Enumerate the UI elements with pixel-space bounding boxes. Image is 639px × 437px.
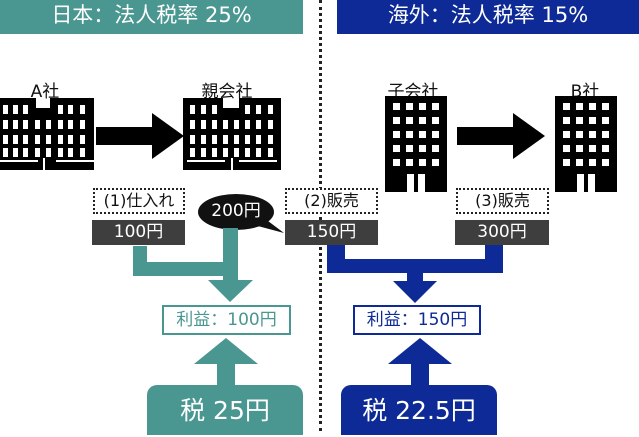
arrow-right-icon: [96, 113, 184, 159]
parent-building-icon: [183, 98, 281, 170]
building-a-icon: [0, 98, 94, 170]
speech-bubble-tail-icon: [198, 194, 284, 233]
overseas-tax: 税 22.5円: [341, 385, 497, 435]
transaction-1-label: (1)仕入れ: [93, 188, 185, 214]
arrow-right-icon: [457, 113, 545, 159]
overseas-header: 海外：法人税率 15%: [337, 0, 639, 34]
overseas-up-arrow-icon: [388, 338, 452, 388]
building-b-icon: [555, 96, 617, 192]
japan-header: 日本：法人税率 25%: [0, 0, 303, 34]
overseas-merge-arrow-icon: [327, 245, 503, 303]
japan-tax: 税 25円: [147, 385, 303, 435]
overseas-header-text: 海外：法人税率 15%: [387, 3, 589, 27]
japan-merge-arrow-icon: [133, 228, 253, 302]
overseas-profit: 利益：150円: [353, 305, 481, 335]
transaction-3-price: 300円: [455, 220, 549, 245]
country-divider: [319, 0, 322, 431]
japan-profit: 利益：100円: [162, 305, 291, 335]
japan-header-text: 日本：法人税率 25%: [51, 3, 252, 27]
transfer-price-bubble: 200円: [211, 201, 261, 221]
transaction-3-label: (3)販売: [456, 188, 549, 214]
japan-up-arrow-icon: [194, 338, 258, 388]
transaction-1-price: 100円: [92, 220, 185, 245]
parent-company-label: 親会社: [201, 82, 253, 102]
company-a-label: A社: [30, 82, 60, 102]
transaction-2-label: (2)販売: [285, 188, 378, 214]
subsidiary-building-icon: [385, 96, 447, 192]
transaction-2-price: 150円: [285, 220, 378, 245]
